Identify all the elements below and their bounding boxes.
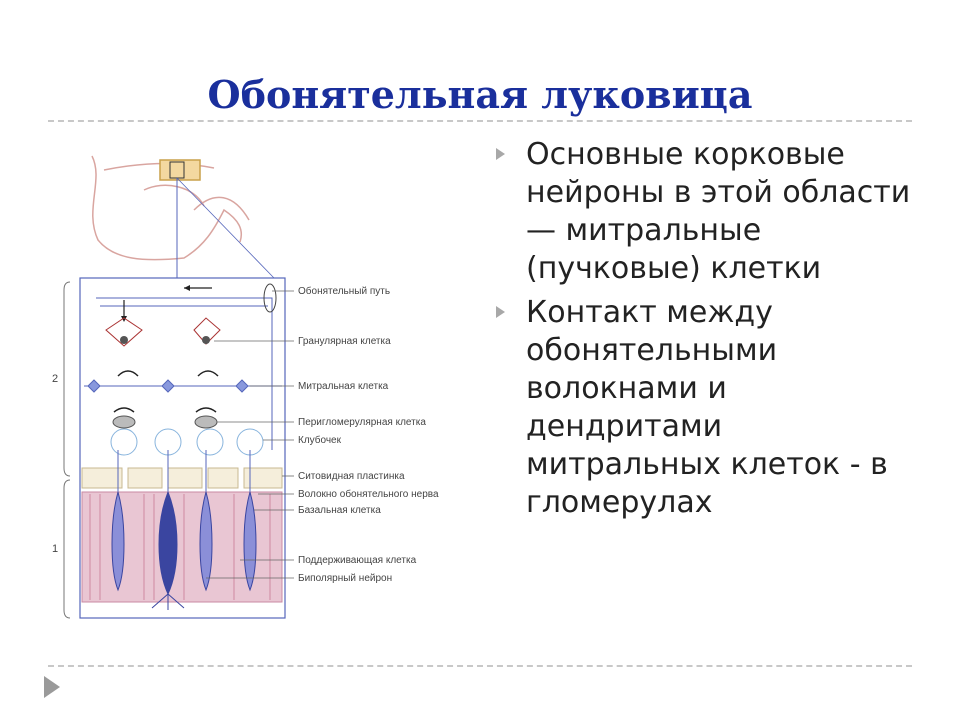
- bullet-item: Основные корковые нейроны в этой области…: [496, 136, 926, 288]
- granular-cells: [105, 317, 221, 347]
- region-label-2: 2: [52, 373, 58, 385]
- bottom-divider: [48, 665, 912, 667]
- bulb-frame: [79, 277, 286, 619]
- label-bipolar-neuron: Биполярный нейрон: [298, 573, 392, 584]
- label-cribriform-plate: Ситовидная пластинка: [298, 471, 405, 482]
- label-mitral-cell: Митральная клетка: [298, 381, 389, 392]
- label-basal-cell: Базальная клетка: [298, 505, 381, 516]
- next-slide-arrow-icon[interactable]: [44, 676, 60, 698]
- bullet-triangle-icon: [496, 306, 505, 318]
- region-label-1: 1: [52, 543, 58, 555]
- mitral-cells: [87, 379, 249, 393]
- label-granular-cell: Гранулярная клетка: [298, 336, 391, 347]
- cribriform-plate: [81, 467, 283, 489]
- label-olfactory-nerve-fiber: Волокно обонятельного нерва: [298, 488, 439, 500]
- bullet-triangle-icon: [496, 148, 505, 160]
- label-periglomerular-cell: Перигломерулярная клетка: [298, 417, 426, 428]
- receptor-neurons: [111, 490, 257, 596]
- slide-title: Обонятельная луковица: [207, 72, 753, 117]
- olfactory-bulb-diagram: Обонятельный путь Гранулярная клетка Мит…: [52, 155, 439, 619]
- label-supporting-cell: Поддерживающая клетка: [298, 555, 417, 566]
- bullet-list: Основные корковые нейроны в этой области…: [496, 136, 926, 528]
- glomeruli: [110, 428, 264, 456]
- label-glomerulus: Клубочек: [298, 434, 342, 446]
- label-olfactory-tract: Обонятельный путь: [298, 285, 390, 297]
- top-divider: [48, 120, 912, 122]
- bullet-item: Контакт между обонятельными волокнами и …: [496, 294, 926, 522]
